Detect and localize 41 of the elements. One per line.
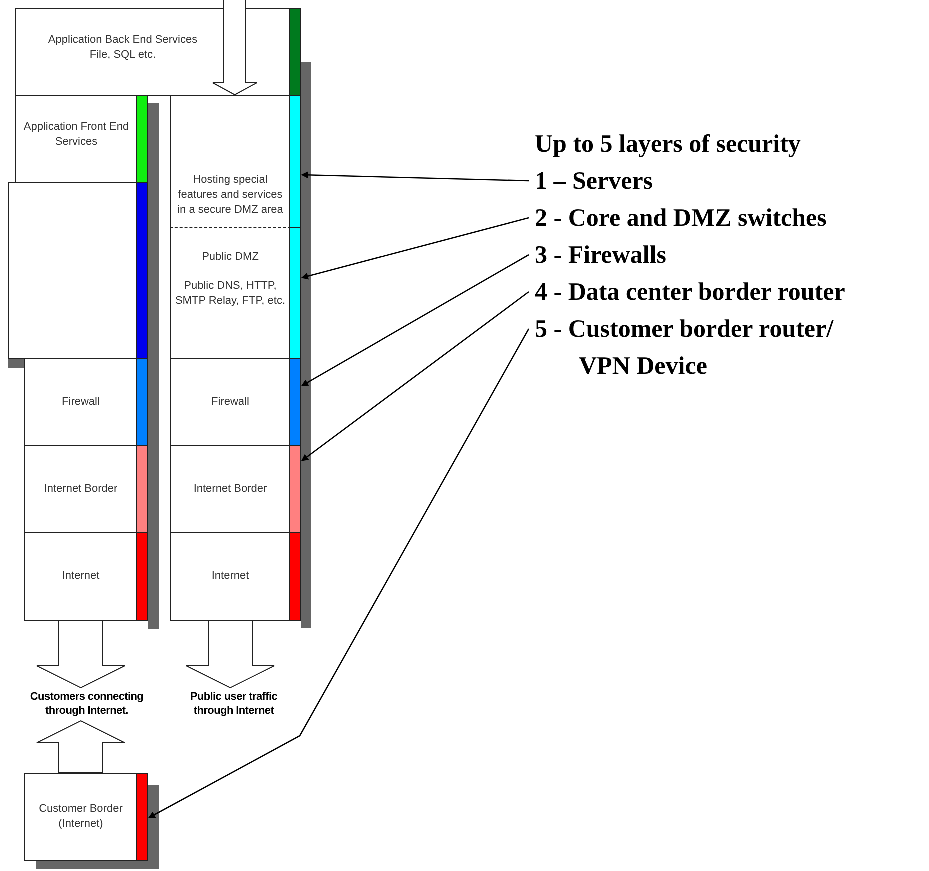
block-arrow — [36, 620, 126, 689]
box-label: Customer Border (Internet) — [38, 802, 124, 832]
box-label: Internet Border — [194, 482, 268, 496]
caption-text: Public user traffic through Internet — [182, 690, 286, 719]
box-label: Public DNS, HTTP, SMTP Relay, FTP, etc. — [174, 278, 287, 309]
layer-box — [170, 532, 301, 621]
layer-box — [24, 358, 148, 446]
caption-text: Customers connecting through Internet. — [12, 690, 162, 719]
security-layer-item: 2 - Core and DMZ switches — [535, 200, 915, 237]
leader-arrow — [301, 217, 530, 280]
leader-arrow — [148, 328, 530, 819]
block-arrow — [36, 720, 126, 774]
leader-arrow — [301, 291, 530, 462]
box-label: Firewall — [212, 394, 250, 410]
list-heading: Up to 5 layers of security — [535, 130, 801, 160]
security-layer-item: 3 - Firewalls — [535, 237, 795, 274]
empty-box — [8, 182, 148, 359]
layer-box — [170, 445, 301, 533]
block-arrow — [186, 620, 275, 689]
layer-box — [15, 95, 148, 183]
layer-box — [24, 773, 148, 861]
box-label: Public DMZ — [202, 250, 259, 265]
box-label: Internet — [62, 569, 100, 584]
security-layer-item: 1 – Servers — [535, 163, 795, 200]
leader-arrow — [301, 172, 530, 182]
layer-box — [170, 358, 301, 446]
box-label: Internet Border — [44, 482, 118, 496]
layer-box — [15, 8, 301, 96]
layer-box — [24, 445, 148, 533]
box-label: Application Back End Services File, SQL etc. — [48, 33, 198, 63]
box-label: Application Front End Services — [22, 120, 130, 150]
security-layer-item: 4 - Data center border router — [535, 274, 925, 311]
box-label: Internet — [212, 569, 250, 584]
security-layer-item: 5 - Customer border router/ VPN Device — [535, 311, 879, 385]
layer-box — [170, 95, 301, 228]
layer-box — [24, 532, 148, 621]
layer-box — [170, 227, 301, 359]
box-label: Firewall — [62, 394, 100, 410]
leader-arrow — [301, 254, 530, 387]
block-arrow — [212, 0, 258, 96]
box-label: Hosting special features and services in a secure DMZ area — [176, 173, 284, 218]
